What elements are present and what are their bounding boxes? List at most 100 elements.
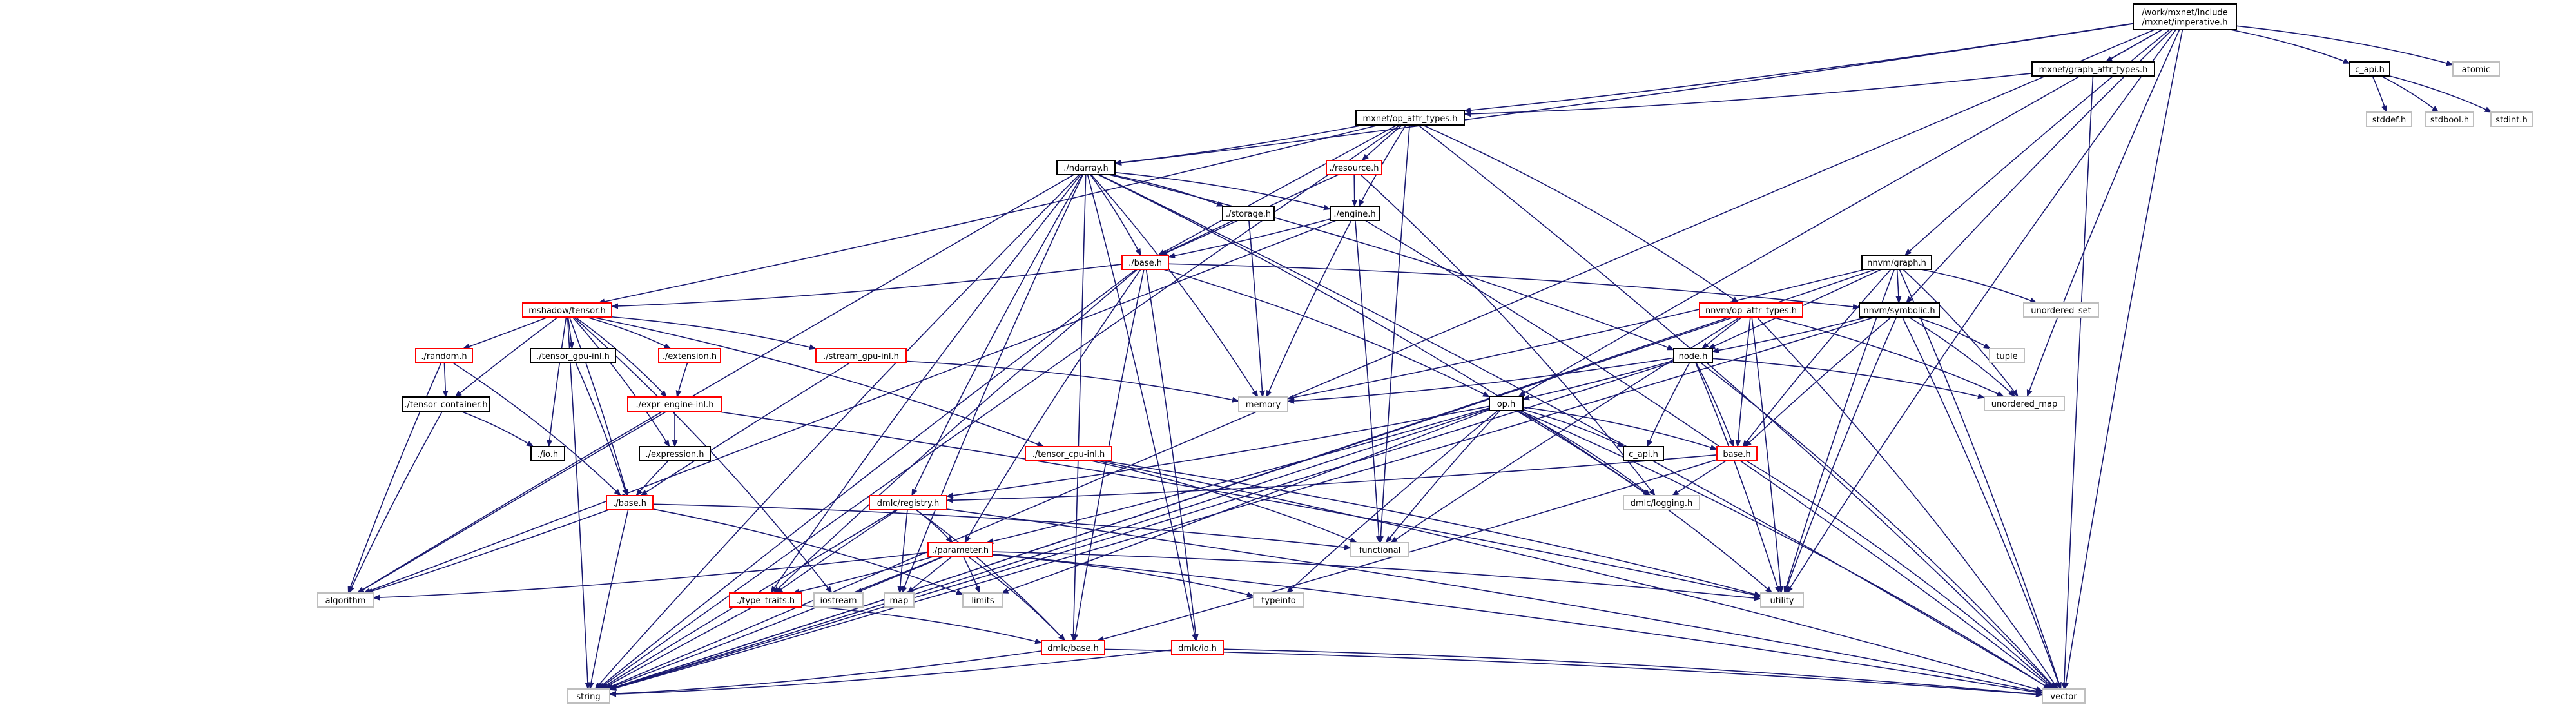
edge-c_api_top-to-stdint xyxy=(2389,75,2492,113)
node-imperative[interactable]: /work/mxnet/include/mxnet/imperative.h xyxy=(2133,3,2237,30)
node-c-api-mid[interactable]: c_api.h xyxy=(1623,446,1664,461)
node-dmlc-logging: dmlc/logging.h xyxy=(1623,495,1700,510)
edge-nnvm_op_attr-to-unordered_map xyxy=(1771,316,2004,397)
node-base-mshadow[interactable]: ./base.h xyxy=(606,495,654,510)
edge-op_h-to-limits xyxy=(1001,409,1490,594)
edge-mx_op_attr-to-base_top xyxy=(1157,124,1398,256)
node-label: unordered_map xyxy=(1991,400,2058,409)
node-box xyxy=(606,495,654,510)
node-io-h[interactable]: ./io.h xyxy=(530,446,565,461)
edge-storage-to-base_top xyxy=(1159,220,1234,256)
edge-expr_engine-to-utility xyxy=(715,411,1762,598)
node-mx-op-attr[interactable]: mxnet/op_attr_types.h xyxy=(1355,110,1465,126)
edge-nnvm_op_attr-to-utility xyxy=(1751,316,1784,594)
node-tensor-gpu-inl[interactable]: ./tensor_gpu-inl.h xyxy=(530,348,616,363)
node-label: utility xyxy=(1770,596,1794,606)
node-box xyxy=(1989,348,2025,363)
node-nnvm-symbolic[interactable]: nnvm/symbolic.h xyxy=(1859,302,1940,318)
edge-imperative-to-ndarray xyxy=(1114,23,2134,166)
edge-mshadow_tensor-to-tensor_gpu_inl xyxy=(567,316,574,350)
node-label: algorithm xyxy=(325,596,366,606)
edge-mx_op_attr-to-mshadow_tensor xyxy=(597,124,1379,305)
node-label: ./parameter.h xyxy=(932,546,989,556)
node-node-h[interactable]: node.h xyxy=(1673,348,1713,363)
node-label: tuple xyxy=(1996,352,2017,362)
edge-mshadow_tensor-to-tensor_cpu_inl xyxy=(592,316,1045,447)
node-box xyxy=(317,592,374,608)
node-label: ./type_traits.h xyxy=(737,596,795,606)
node-extension[interactable]: ./extension.h xyxy=(658,348,721,363)
node-box xyxy=(1326,160,1382,175)
node-parameter[interactable]: ./parameter.h xyxy=(927,542,993,557)
node-box xyxy=(1222,206,1275,221)
edge-mshadow_tensor-to-expr_engine xyxy=(575,316,668,398)
node-base-top[interactable]: ./base.h xyxy=(1121,255,1169,270)
edge-imperative-to-vector xyxy=(2063,29,2184,690)
edge-mx_op_attr-to-ndarray xyxy=(1114,124,1364,166)
node-box xyxy=(1056,160,1116,175)
node-expr-engine[interactable]: ./expr_engine-inl.h xyxy=(627,396,722,412)
node-random[interactable]: ./random.h xyxy=(415,348,473,363)
node-label: stddef.h xyxy=(2372,115,2406,125)
edge-mx_op_attr-to-vector xyxy=(1417,124,2057,690)
node-label: ./base.h xyxy=(1128,258,1162,268)
node-resource[interactable]: ./resource.h xyxy=(1326,160,1382,175)
edge-dmlc_base-to-string xyxy=(608,650,1042,697)
edge-mshadow_tensor-to-tensor_container xyxy=(454,316,559,398)
edge-dmlc_io-to-vector xyxy=(1223,648,2044,697)
edge-imperative-to-utility xyxy=(1786,29,2176,594)
node-graph-attr[interactable]: mxnet/graph_attr_types.h xyxy=(2031,61,2155,77)
edge-ndarray-to-algorithm xyxy=(356,174,1074,594)
node-dmlc-registry[interactable]: dmlc/registry.h xyxy=(869,495,947,510)
edge-graph_attr-to-mx_op_attr xyxy=(1463,73,2033,117)
node-type-traits[interactable]: ./type_traits.h xyxy=(729,592,802,608)
edge-mshadow_tensor-to-string xyxy=(567,316,591,690)
node-box xyxy=(1350,542,1409,557)
node-box xyxy=(1253,592,1304,608)
node-box xyxy=(1025,446,1112,461)
node-tensor-cpu-inl[interactable]: ./tensor_cpu-inl.h xyxy=(1025,446,1112,461)
node-box xyxy=(415,348,473,363)
edge-op_h-to-dmlc_registry xyxy=(945,405,1490,499)
node-label: string xyxy=(576,692,600,702)
node-label: dmlc/io.h xyxy=(1178,644,1217,654)
node-nnvm-op-attr[interactable]: nnvm/op_attr_types.h xyxy=(1699,302,1803,318)
node-engine[interactable]: ./engine.h xyxy=(1330,206,1380,221)
edge-tensor_gpu_inl-to-base_mshadow xyxy=(575,362,628,497)
edge-nnvm_symbolic-to-string xyxy=(608,316,1875,691)
edge-op_h-to-vector xyxy=(1519,410,2051,690)
node-base-nnvm[interactable]: base.h xyxy=(1716,446,1758,461)
edge-tensor_container-to-algorithm xyxy=(348,411,443,594)
node-ndarray[interactable]: ./ndarray.h xyxy=(1056,160,1116,175)
edge-engine-to-base_top xyxy=(1167,218,1331,259)
node-stream-gpu-inl[interactable]: ./stream_gpu-inl.h xyxy=(815,348,907,363)
edge-op_h-to-string xyxy=(608,408,1490,690)
node-dmlc-io[interactable]: dmlc/io.h xyxy=(1171,640,1224,655)
node-mshadow-tensor[interactable]: mshadow/tensor.h xyxy=(522,302,612,318)
node-tuple: tuple xyxy=(1989,348,2025,363)
node-c-api-top[interactable]: c_api.h xyxy=(2349,61,2390,77)
node-stddef: stddef.h xyxy=(2366,111,2412,127)
edge-graph_attr-to-vector xyxy=(2061,75,2094,690)
node-label: mxnet/graph_attr_types.h xyxy=(2039,65,2148,75)
node-box xyxy=(1041,640,1105,655)
node-storage[interactable]: ./storage.h xyxy=(1222,206,1275,221)
node-label: ./tensor_gpu-inl.h xyxy=(536,352,610,362)
node-box xyxy=(729,592,802,608)
node-box xyxy=(1699,302,1803,318)
node-nnvm-graph[interactable]: nnvm/graph.h xyxy=(1861,255,1932,270)
node-map: map xyxy=(884,592,915,608)
edge-resource-to-dmlc_logging xyxy=(1360,174,1656,496)
file-nodes: /work/mxnet/include/mxnet/imperative.h mx… xyxy=(317,3,2533,704)
edge-mx_op_attr-to-nnvm_op_attr xyxy=(1422,124,1739,304)
node-stdbool: stdbool.h xyxy=(2425,111,2474,127)
node-tensor-container[interactable]: ./tensor_container.h xyxy=(402,396,490,412)
edge-imperative-to-atomic xyxy=(2236,25,2454,66)
node-op-h[interactable]: op.h xyxy=(1489,396,1524,411)
node-expression[interactable]: ./expression.h xyxy=(639,446,711,461)
node-string: string xyxy=(567,688,610,704)
node-label: typeinfo xyxy=(1261,596,1295,606)
node-dmlc-base[interactable]: dmlc/base.h xyxy=(1041,640,1105,655)
node-label: ./base.h xyxy=(613,499,646,508)
node-label: nnvm/symbolic.h xyxy=(1863,306,1935,316)
